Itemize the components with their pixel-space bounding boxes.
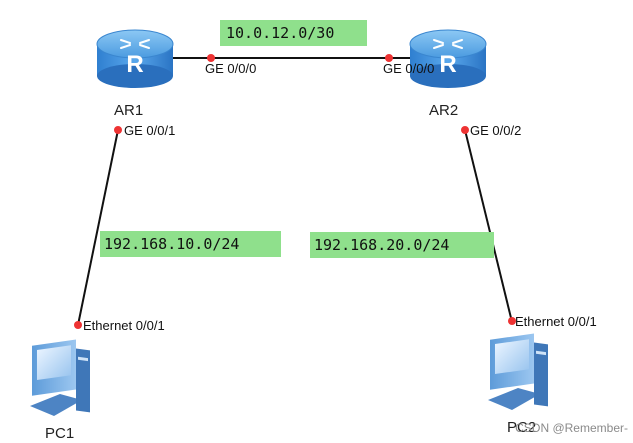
device-label-pc2: PC2: [507, 419, 536, 436]
net-lan1-label-bg: [100, 231, 281, 257]
router-ar2[interactable]: [409, 29, 487, 89]
port-dot-ar1-ge000: [207, 54, 215, 62]
pc-pc2[interactable]: [488, 333, 548, 410]
router-icon: [409, 29, 487, 89]
pc-icon: [488, 333, 548, 410]
router-ar1[interactable]: [96, 29, 174, 89]
port-label-pc1-eth: Ethernet 0/0/1: [83, 318, 165, 333]
net-wan-label-bg: [220, 20, 367, 46]
port-dot-ar2-ge002: [461, 126, 469, 134]
port-dot-ar1-ge001: [114, 126, 122, 134]
port-dot-pc1-eth: [74, 321, 82, 329]
net-wan-label: 10.0.12.0/30: [226, 24, 334, 42]
pc-icon: [30, 339, 90, 416]
net-lan2-label-bg: [310, 232, 494, 258]
link-ar2-pc2: [464, 129, 513, 323]
port-dot-pc2-eth: [508, 317, 516, 325]
router-icon: [96, 29, 174, 89]
port-label-pc2-eth: Ethernet 0/0/1: [515, 314, 597, 329]
port-label-ar2-wan: GE 0/0/0: [383, 61, 434, 76]
pc-pc1[interactable]: [30, 339, 90, 416]
port-label-ar1-lan: GE 0/0/1: [124, 123, 175, 138]
device-label-pc1: PC1: [45, 425, 74, 442]
port-label-ar1-wan: GE 0/0/0: [205, 61, 256, 76]
net-lan1-label: 192.168.10.0/24: [104, 235, 239, 253]
net-lan2-label: 192.168.20.0/24: [314, 236, 449, 254]
port-dot-ar2-ge000: [385, 54, 393, 62]
port-label-ar2-lan: GE 0/0/2: [470, 123, 521, 138]
device-label-ar1: AR1: [114, 102, 143, 119]
device-label-ar2: AR2: [429, 102, 458, 119]
link-ar1-pc1: [77, 129, 119, 326]
watermark: CSDN @Remember-: [515, 421, 628, 435]
